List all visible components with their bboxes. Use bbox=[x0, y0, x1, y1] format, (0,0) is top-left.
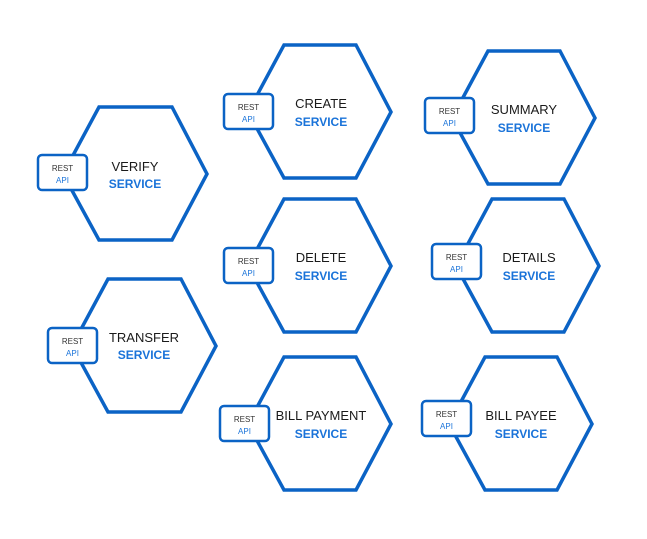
badge-api-label: API bbox=[56, 176, 69, 185]
service-node-bill-payment: BILL PAYMENT SERVICE REST API bbox=[218, 355, 393, 492]
badge-api-label: API bbox=[440, 422, 453, 431]
service-subtitle: SERVICE bbox=[495, 427, 547, 441]
badge-rest-label: REST bbox=[62, 337, 83, 346]
service-name: DELETE bbox=[296, 250, 347, 265]
hexagon-shape bbox=[70, 277, 218, 414]
rest-api-badge: REST API bbox=[430, 242, 483, 281]
badge-api-label: API bbox=[66, 349, 79, 358]
service-subtitle: SERVICE bbox=[295, 427, 347, 441]
badge-frame bbox=[218, 404, 271, 443]
badge-frame bbox=[430, 242, 483, 281]
rest-api-badge: REST API bbox=[218, 404, 271, 443]
service-node-verify: VERIFY SERVICE REST API bbox=[36, 105, 209, 242]
badge-rest-label: REST bbox=[52, 164, 73, 173]
service-node-create: CREATE SERVICE REST API bbox=[222, 43, 393, 180]
hexagon-shape bbox=[447, 355, 594, 492]
badge-api-label: API bbox=[450, 265, 463, 274]
hexagon-shape bbox=[450, 49, 597, 186]
service-subtitle: SERVICE bbox=[503, 269, 555, 283]
badge-api-label: API bbox=[242, 269, 255, 278]
service-subtitle: SERVICE bbox=[295, 115, 347, 129]
hexagon-shape bbox=[61, 105, 209, 242]
badge-frame bbox=[46, 326, 99, 365]
hexagon-shape bbox=[246, 197, 393, 334]
service-subtitle: SERVICE bbox=[498, 121, 550, 135]
hexagon-shape bbox=[246, 43, 393, 180]
rest-api-badge: REST API bbox=[222, 92, 275, 131]
badge-frame bbox=[222, 92, 275, 131]
badge-rest-label: REST bbox=[446, 253, 467, 262]
hexagon-shape bbox=[454, 197, 601, 334]
rest-api-badge: REST API bbox=[46, 326, 99, 365]
badge-api-label: API bbox=[238, 427, 251, 436]
hexagon-shape bbox=[246, 355, 393, 492]
service-node-bill-payee: BILL PAYEE SERVICE REST API bbox=[420, 355, 594, 492]
badge-frame bbox=[36, 153, 89, 192]
badge-rest-label: REST bbox=[439, 107, 460, 116]
service-node-transfer: TRANSFER SERVICE REST API bbox=[46, 277, 218, 414]
service-node-delete: DELETE SERVICE REST API bbox=[222, 197, 393, 334]
rest-api-badge: REST API bbox=[36, 153, 89, 192]
service-name: SUMMARY bbox=[491, 102, 558, 117]
rest-api-badge: REST API bbox=[423, 96, 476, 135]
service-name: DETAILS bbox=[502, 250, 556, 265]
badge-rest-label: REST bbox=[238, 257, 259, 266]
service-subtitle: SERVICE bbox=[295, 269, 347, 283]
badge-frame bbox=[423, 96, 476, 135]
badge-api-label: API bbox=[242, 115, 255, 124]
service-name: BILL PAYEE bbox=[485, 408, 557, 423]
service-node-details: DETAILS SERVICE REST API bbox=[430, 197, 601, 334]
service-name: CREATE bbox=[295, 96, 347, 111]
service-subtitle: SERVICE bbox=[118, 348, 170, 362]
badge-api-label: API bbox=[443, 119, 456, 128]
badge-rest-label: REST bbox=[436, 410, 457, 419]
service-name: BILL PAYMENT bbox=[276, 408, 367, 423]
service-name: VERIFY bbox=[112, 159, 159, 174]
badge-frame bbox=[420, 399, 473, 438]
service-name: TRANSFER bbox=[109, 330, 179, 345]
service-subtitle: SERVICE bbox=[109, 177, 161, 191]
service-node-summary: SUMMARY SERVICE REST API bbox=[423, 49, 597, 186]
badge-rest-label: REST bbox=[238, 103, 259, 112]
badge-rest-label: REST bbox=[234, 415, 255, 424]
badge-frame bbox=[222, 246, 275, 285]
rest-api-badge: REST API bbox=[222, 246, 275, 285]
rest-api-badge: REST API bbox=[420, 399, 473, 438]
